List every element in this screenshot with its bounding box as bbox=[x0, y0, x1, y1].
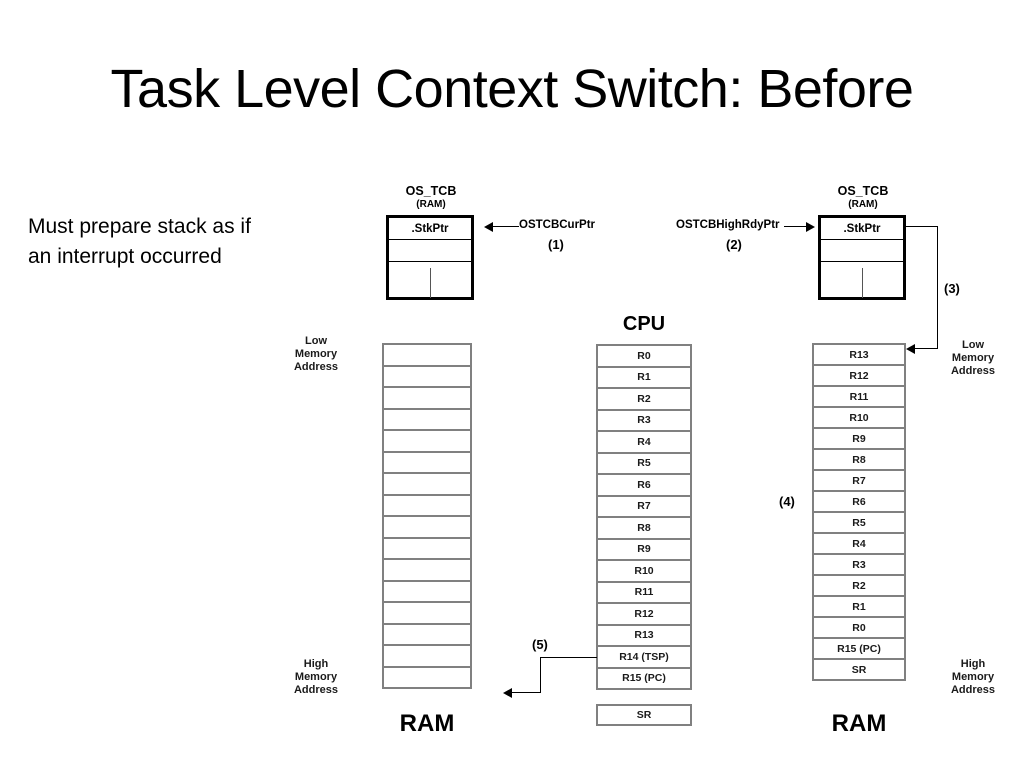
step-5-line-left bbox=[512, 692, 541, 693]
ram-left-cell bbox=[382, 558, 472, 582]
cpu-register-cell: R13 bbox=[596, 623, 692, 647]
cpu-register-cell: R4 bbox=[596, 430, 692, 454]
body-note-text: Must prepare stack as if an interrupt oc… bbox=[28, 215, 251, 268]
cpu-register-cell: R1 bbox=[596, 365, 692, 389]
step-2-label: (2) bbox=[726, 237, 742, 252]
ostcbhighrdyptr-label: OSTCBHighRdyPtr bbox=[676, 219, 780, 231]
tcb-left-subtitle: (RAM) bbox=[416, 199, 446, 210]
ram-left-low-memory-label: Low Memory Address bbox=[293, 335, 339, 374]
tcb-left-row-blank bbox=[389, 240, 471, 262]
step-5-label: (5) bbox=[532, 637, 548, 652]
tcb-right-row-stkptr: .StkPtr bbox=[821, 218, 903, 240]
ram-left-cell bbox=[382, 493, 472, 517]
cpu-register-cell: R10 bbox=[596, 559, 692, 583]
ram-right-cell: R4 bbox=[812, 532, 906, 555]
tcb-left-arrowhead-icon bbox=[484, 222, 493, 232]
cpu-register-cell: R12 bbox=[596, 602, 692, 626]
cpu-register-cell: R8 bbox=[596, 516, 692, 540]
tcb-right-title: OS_TCB bbox=[837, 184, 889, 198]
ram-left-cell bbox=[382, 622, 472, 646]
ram-right-low-memory-label: Low Memory Address bbox=[950, 339, 996, 378]
ram-left-cell bbox=[382, 429, 472, 453]
tcb-right-row-blank bbox=[821, 240, 903, 262]
cpu-register-cell: R14 (TSP) bbox=[596, 645, 692, 669]
cpu-register-cell: R6 bbox=[596, 473, 692, 497]
step-5-line-right bbox=[540, 657, 597, 658]
cpu-register-cell: R9 bbox=[596, 537, 692, 561]
cpu-register-cell: R2 bbox=[596, 387, 692, 411]
cpu-register-cell: R11 bbox=[596, 580, 692, 604]
step-3-line-bottom bbox=[915, 348, 938, 349]
tcb-right-pointer-line bbox=[784, 226, 806, 227]
step-5-line-vertical bbox=[540, 657, 541, 693]
ram-right-cell: R6 bbox=[812, 490, 906, 513]
ram-right-cell: SR bbox=[812, 658, 906, 681]
ram-right-cell: R8 bbox=[812, 448, 906, 471]
step-3-label: (3) bbox=[944, 281, 960, 296]
step-3-line-vertical bbox=[937, 226, 938, 349]
ram-right-cell: R9 bbox=[812, 427, 906, 450]
ram-left-high-memory-label: High Memory Address bbox=[293, 658, 339, 697]
step-4-label: (4) bbox=[779, 494, 795, 509]
step-5-arrowhead-icon bbox=[503, 688, 512, 698]
ram-left-title: RAM bbox=[399, 710, 455, 737]
ram-left-cell bbox=[382, 472, 472, 496]
cpu-register-cell: R15 (PC) bbox=[596, 666, 692, 690]
ram-right-cell: R7 bbox=[812, 469, 906, 492]
ram-left-cell bbox=[382, 450, 472, 474]
ram-right-cell: R1 bbox=[812, 595, 906, 618]
ram-right-high-memory-label: High Memory Address bbox=[950, 658, 996, 697]
cpu-register-cell: R5 bbox=[596, 451, 692, 475]
vertical-ellipsis-icon bbox=[862, 268, 863, 298]
cpu-status-register-cell: SR bbox=[596, 704, 692, 726]
step-3-arrowhead-icon bbox=[906, 344, 915, 354]
ram-right-cell: R11 bbox=[812, 385, 906, 408]
tcb-right-arrowhead-icon bbox=[806, 222, 815, 232]
ram-right-cell: R10 bbox=[812, 406, 906, 429]
cpu-register-cell: R7 bbox=[596, 494, 692, 518]
step-1-label: (1) bbox=[548, 237, 564, 252]
vertical-ellipsis-icon bbox=[430, 268, 431, 298]
ram-left-cell bbox=[382, 644, 472, 668]
ostcbcurptr-label: OSTCBCurPtr bbox=[519, 219, 596, 231]
ram-right-cell: R2 bbox=[812, 574, 906, 597]
ram-right-cell: R13 bbox=[812, 343, 906, 366]
ram-right-cell: R15 (PC) bbox=[812, 637, 906, 660]
ram-right-title: RAM bbox=[831, 710, 887, 737]
page-title: Task Level Context Switch: Before bbox=[110, 59, 914, 119]
ram-left-cell bbox=[382, 601, 472, 625]
ram-right-cell: R5 bbox=[812, 511, 906, 534]
ram-left-cell bbox=[382, 579, 472, 603]
step-3-line-top bbox=[906, 226, 938, 227]
ram-left-cell bbox=[382, 665, 472, 689]
ram-left-cell bbox=[382, 364, 472, 388]
ram-left-cell bbox=[382, 536, 472, 560]
ram-right-cell: R0 bbox=[812, 616, 906, 639]
ram-right-cell: R3 bbox=[812, 553, 906, 576]
ram-left-cell bbox=[382, 386, 472, 410]
ram-left-cell bbox=[382, 407, 472, 431]
tcb-right-box: .StkPtr bbox=[818, 215, 906, 300]
ram-left-cell bbox=[382, 515, 472, 539]
ram-right-cell: R12 bbox=[812, 364, 906, 387]
tcb-left-pointer-line bbox=[493, 226, 519, 227]
ram-left-stack bbox=[382, 343, 472, 689]
tcb-right-subtitle: (RAM) bbox=[848, 199, 878, 210]
cpu-register-cell: R3 bbox=[596, 408, 692, 432]
tcb-left-row-ellipsis bbox=[389, 262, 471, 298]
tcb-right-row-ellipsis bbox=[821, 262, 903, 298]
cpu-register-cell: R0 bbox=[596, 344, 692, 368]
tcb-left-row-stkptr: .StkPtr bbox=[389, 218, 471, 240]
tcb-left-title: OS_TCB bbox=[405, 184, 457, 198]
tcb-left-box: .StkPtr bbox=[386, 215, 474, 300]
ram-left-cell bbox=[382, 343, 472, 367]
cpu-title: CPU bbox=[622, 313, 666, 335]
